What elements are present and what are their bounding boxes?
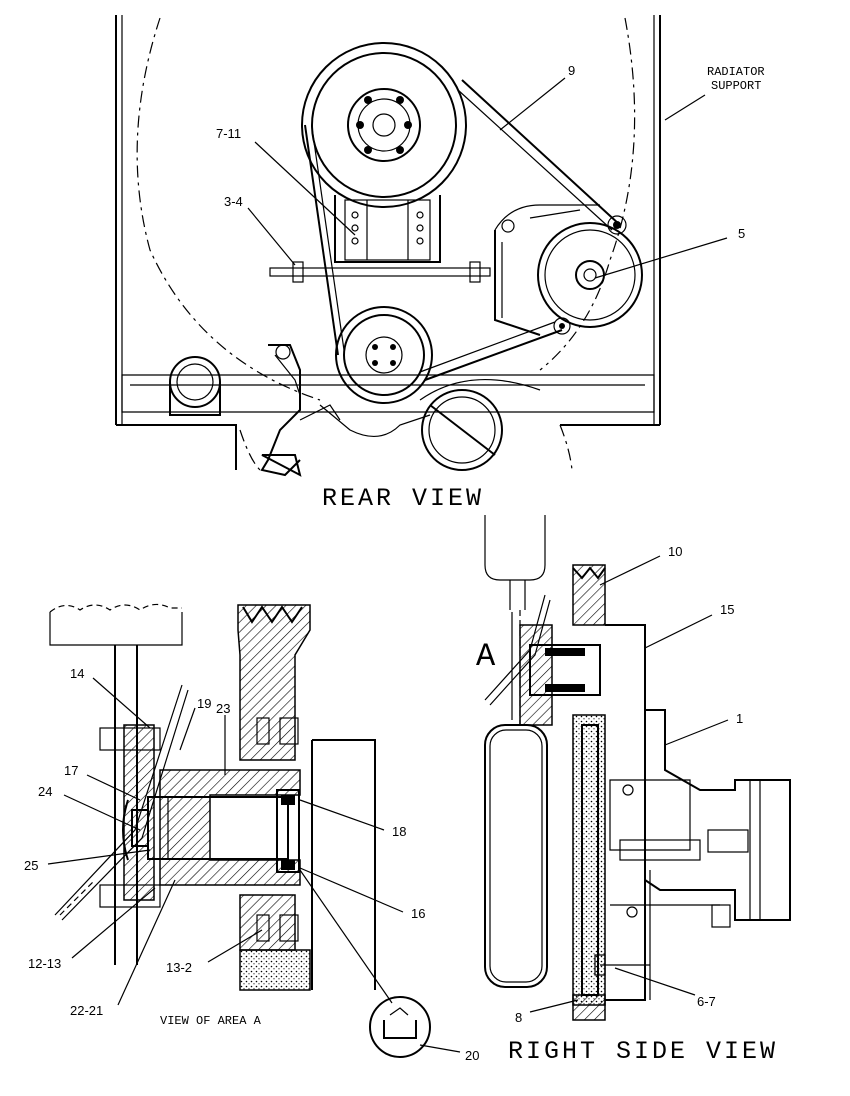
callout-label: 24 (38, 784, 52, 799)
callout-label: 9 (568, 63, 575, 78)
callout-label: 17 (64, 763, 78, 778)
detail-view-callouts: 14 19 23 17 24 25 18 16 12-13 13-2 22-21… (24, 666, 479, 1063)
rear-view-title: REAR VIEW (322, 484, 484, 513)
right-side-view (484, 515, 791, 1021)
right-side-view-callouts: 10 15 1 6-7 8 (515, 544, 743, 1025)
callout-label: 18 (392, 824, 406, 839)
area-marker: A (476, 638, 496, 675)
detail-bubble (369, 996, 431, 1058)
alternator (537, 222, 643, 328)
callout-label: 14 (70, 666, 84, 681)
right-side-view-title: RIGHT SIDE VIEW (508, 1037, 778, 1066)
callout-label: RADIATOR (707, 65, 765, 79)
callout-label: 3-4 (224, 194, 243, 209)
drive-belt (304, 124, 339, 356)
callout-label: 15 (720, 602, 734, 617)
callout-label: 13-2 (166, 960, 192, 975)
callout-label: 12-13 (28, 956, 61, 971)
callout-label: 10 (668, 544, 682, 559)
lower-pulley (335, 306, 433, 404)
rear-view (115, 15, 661, 477)
callout-label: 22-21 (70, 1003, 103, 1018)
callout-label: 6-7 (697, 994, 716, 1009)
callout-label: 25 (24, 858, 38, 873)
callout-label: 7-11 (216, 126, 241, 141)
callout-label: 5 (738, 226, 745, 241)
crank-pulley (301, 42, 467, 208)
callout-label: 23 (216, 701, 230, 716)
callout-label: 20 (465, 1048, 479, 1063)
callout-label: 8 (515, 1010, 522, 1025)
callout-label: 1 (736, 711, 743, 726)
callout-label: 16 (411, 906, 425, 921)
callout-label: SUPPORT (711, 79, 761, 93)
pulley-bolts (356, 96, 412, 154)
detail-view-title: VIEW OF AREA A (160, 1014, 262, 1028)
callout-label: 19 (197, 696, 211, 711)
detail-view (49, 603, 376, 991)
rear-view-callouts: 9 7-11 3-4 5 RADIATOR SUPPORT (216, 63, 765, 279)
